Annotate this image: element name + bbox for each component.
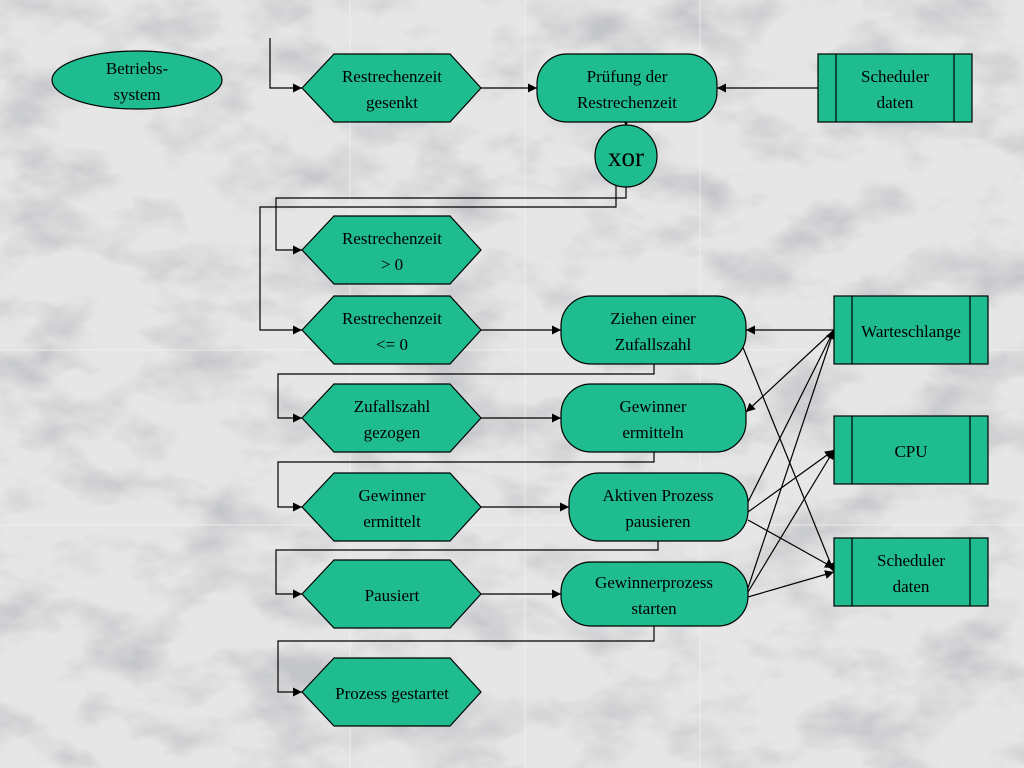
event-gt0-line2: > 0 — [381, 255, 403, 274]
connector-ziehen-to-scheduler — [741, 344, 835, 573]
event-gewinner-ermittelt: Gewinner ermittelt — [301, 472, 482, 542]
function-gewinnerprozess-line1: Gewinnerprozess — [595, 573, 713, 592]
connector-aktiven-to-warteschlange — [747, 329, 835, 503]
event-le0-line1: Restrechenzeit — [342, 309, 442, 328]
event-restrechenzeit-gesenkt-line1: Restrechenzeit — [342, 67, 442, 86]
connector-gewinnerprozess-to-gestartet — [277, 626, 655, 697]
connectors — [259, 38, 836, 697]
connector-gewinner-to-ermittelt — [277, 452, 655, 512]
xor-connector: xor — [594, 124, 658, 188]
node-betriebssystem: Betriebs- system — [51, 50, 223, 110]
event-prozess-gestartet: Prozess gestartet — [301, 657, 482, 727]
connector-xor-to-gt0 — [275, 187, 627, 255]
event-gestartet-label: Prozess gestartet — [335, 684, 449, 703]
data-warteschlange-label: Warteschlange — [861, 322, 961, 341]
data-cpu-label: CPU — [894, 442, 927, 461]
data-scheduler-top-line2: daten — [877, 93, 914, 112]
data-scheduler-top-line1: Scheduler — [861, 67, 929, 86]
function-ziehen-line1: Ziehen einer — [610, 309, 696, 328]
event-restrechenzeit-gt0: Restrechenzeit > 0 — [301, 215, 482, 285]
data-scheduler-bottom-line2: daten — [893, 577, 930, 596]
function-gewinner-line1: Gewinner — [619, 397, 686, 416]
connector-gewinnerprozess-to-warteschlange — [747, 329, 836, 589]
node-betriebssystem-line2: system — [113, 85, 160, 104]
connector-gewinnerprozess-to-cpu — [747, 449, 835, 593]
connector-aktiven-to-scheduler — [747, 519, 835, 569]
event-gt0-line1: Restrechenzeit — [342, 229, 442, 248]
event-restrechenzeit-le0: Restrechenzeit <= 0 — [301, 295, 482, 365]
event-le0-line2: <= 0 — [376, 335, 408, 354]
event-restrechenzeit-gesenkt: Restrechenzeit gesenkt — [301, 53, 482, 123]
event-pausiert-label: Pausiert — [365, 586, 420, 605]
connector-gewinnerprozess-to-scheduler — [747, 570, 835, 598]
data-scheduler-daten-top: Scheduler daten — [817, 53, 973, 123]
connector-ziehen-to-zufallszahl — [277, 364, 655, 423]
connector-xor-to-le0 — [259, 180, 617, 335]
event-zufallszahl-gezogen: Zufallszahl gezogen — [301, 383, 482, 453]
data-cpu: CPU — [833, 415, 989, 485]
function-pruefung-line2: Restrechenzeit — [577, 93, 677, 112]
event-zufallszahl-line1: Zufallszahl — [354, 397, 431, 416]
function-gewinner-ermitteln: Gewinner ermitteln — [560, 383, 747, 453]
function-pruefung-restrechenzeit: Prüfung der Restrechenzeit — [536, 53, 718, 123]
node-betriebssystem-line1: Betriebs- — [106, 59, 169, 78]
data-scheduler-daten-bottom: Scheduler daten — [833, 537, 989, 607]
event-pausiert: Pausiert — [301, 559, 482, 629]
event-ermittelt-line1: Gewinner — [358, 486, 425, 505]
connector-aktiven-to-pausiert — [275, 541, 659, 599]
connector-warteschlange-to-gewinner — [745, 329, 835, 413]
connector-start-to-gesenkt — [269, 38, 302, 93]
connector-aktiven-to-cpu — [747, 449, 835, 513]
data-warteschlange: Warteschlange — [833, 295, 989, 365]
function-gewinnerprozess-starten: Gewinnerprozess starten — [560, 561, 749, 627]
function-aktiven-prozess-pausieren: Aktiven Prozess pausieren — [568, 472, 749, 542]
function-gewinnerprozess-line2: starten — [631, 599, 677, 618]
data-scheduler-bottom-line1: Scheduler — [877, 551, 945, 570]
event-zufallszahl-line2: gezogen — [364, 423, 421, 442]
xor-label: xor — [608, 142, 644, 172]
event-restrechenzeit-gesenkt-line2: gesenkt — [366, 93, 418, 112]
function-gewinner-line2: ermitteln — [622, 423, 684, 442]
function-aktiven-line1: Aktiven Prozess — [603, 486, 714, 505]
event-ermittelt-line2: ermittelt — [363, 512, 421, 531]
function-aktiven-line2: pausieren — [625, 512, 691, 531]
function-pruefung-line1: Prüfung der — [587, 67, 668, 86]
function-ziehen-zufallszahl: Ziehen einer Zufallszahl — [560, 295, 747, 365]
function-ziehen-line2: Zufallszahl — [615, 335, 692, 354]
